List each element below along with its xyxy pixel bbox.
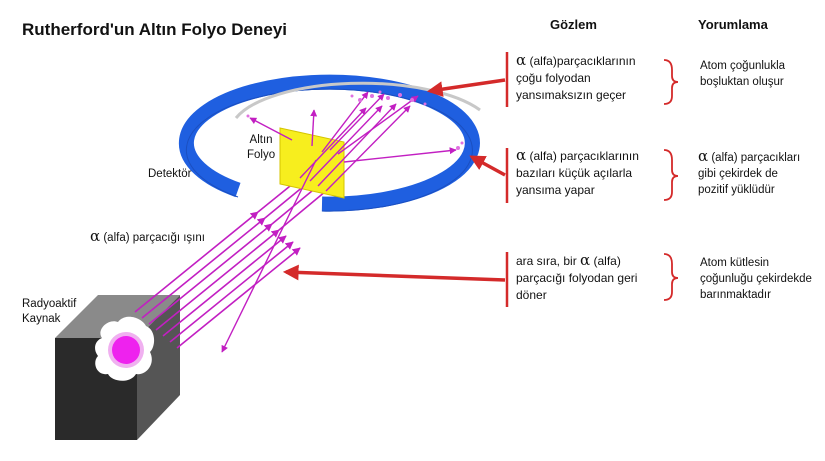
beam-label: α (alfa) parçacığı ışını: [90, 229, 205, 246]
observation-3-line-1a: ara sıra, bir: [516, 254, 581, 268]
radioactive-source-box: [55, 295, 180, 440]
interpretation-3-line-3: barınmaktadır: [700, 289, 771, 301]
foil-label-line-1: Altın: [249, 134, 273, 146]
braces: [663, 59, 679, 301]
interpretation-3-line-1: Atom kütlesin: [700, 257, 770, 269]
observation-1: α (alfa)parçacıklarının çoğu folyodan ya…: [516, 52, 636, 104]
interpretation-2-line-3: pozitif yüklüdür: [698, 184, 775, 196]
interpretation-1: Atom çoğunlukla boşluktan oluşur: [700, 58, 785, 90]
beam-label-text: (alfa) parçacığı ışını: [103, 232, 205, 244]
impact-marks: [246, 90, 464, 150]
source-label-line-2: Kaynak: [22, 313, 61, 325]
scattered-rays: [221, 91, 457, 353]
observation-2-line-2: bazıları küçük açılarla: [516, 166, 633, 180]
interpretation-2-line-1: (alfa) parçacıkları: [711, 152, 801, 164]
observation-1-line-1: (alfa)parçacıklarının: [529, 54, 636, 68]
observation-2: α (alfa) parçacıklarının bazıları küçük …: [516, 147, 639, 199]
detector-ring: [178, 74, 481, 212]
pointer-arrows: [282, 78, 506, 282]
alpha-symbol: α: [516, 146, 527, 164]
observation-3-line-1b: (alfa): [593, 254, 621, 268]
observation-3-line-2: parçacığı folyodan geri: [516, 271, 638, 285]
observation-3-line-3: döner: [516, 288, 547, 302]
observation-1-line-3: yansımaksızın geçer: [516, 88, 627, 102]
interpretation-1-line-2: boşluktan oluşur: [700, 76, 784, 88]
foil-label: Altın Folyo: [247, 133, 275, 163]
alpha-symbol: α: [90, 227, 101, 245]
alpha-symbol: α: [516, 51, 527, 69]
interpretation-1-line-1: Atom çoğunlukla: [700, 60, 786, 72]
nucleus-source-icon: [112, 336, 140, 364]
source-label-line-1: Radyoaktif: [22, 298, 77, 310]
foil-label-line-2: Folyo: [247, 149, 276, 161]
column-header-interpretation: Yorumlama: [698, 17, 768, 32]
alpha-symbol: α: [698, 147, 709, 165]
observation-3: ara sıra, bir α (alfa) parçacığı folyoda…: [516, 252, 637, 304]
observation-2-line-3: yansıma yapar: [516, 183, 595, 197]
page-title: Rutherford'un Altın Folyo Deneyi: [22, 20, 288, 39]
observation-2-line-1: (alfa) parçacıklarının: [529, 149, 639, 163]
interpretation-2: α (alfa) parçacıkları gibi çekirdek de p…: [698, 148, 800, 198]
column-header-observation: Gözlem: [550, 17, 597, 32]
interpretation-3: Atom kütlesin çoğunluğu çekirdekde barın…: [700, 255, 812, 303]
detector-label: Detektör: [148, 168, 192, 180]
alpha-symbol: α: [580, 251, 591, 269]
alpha-beam: [134, 177, 327, 349]
interpretation-2-line-2: gibi çekirdek de: [698, 168, 778, 180]
gold-foil: [279, 127, 345, 199]
source-label: Radyoaktif Kaynak: [22, 297, 76, 327]
observation-1-line-2: çoğu folyodan: [516, 71, 591, 85]
interpretation-3-line-2: çoğunluğu çekirdekde: [700, 273, 812, 285]
